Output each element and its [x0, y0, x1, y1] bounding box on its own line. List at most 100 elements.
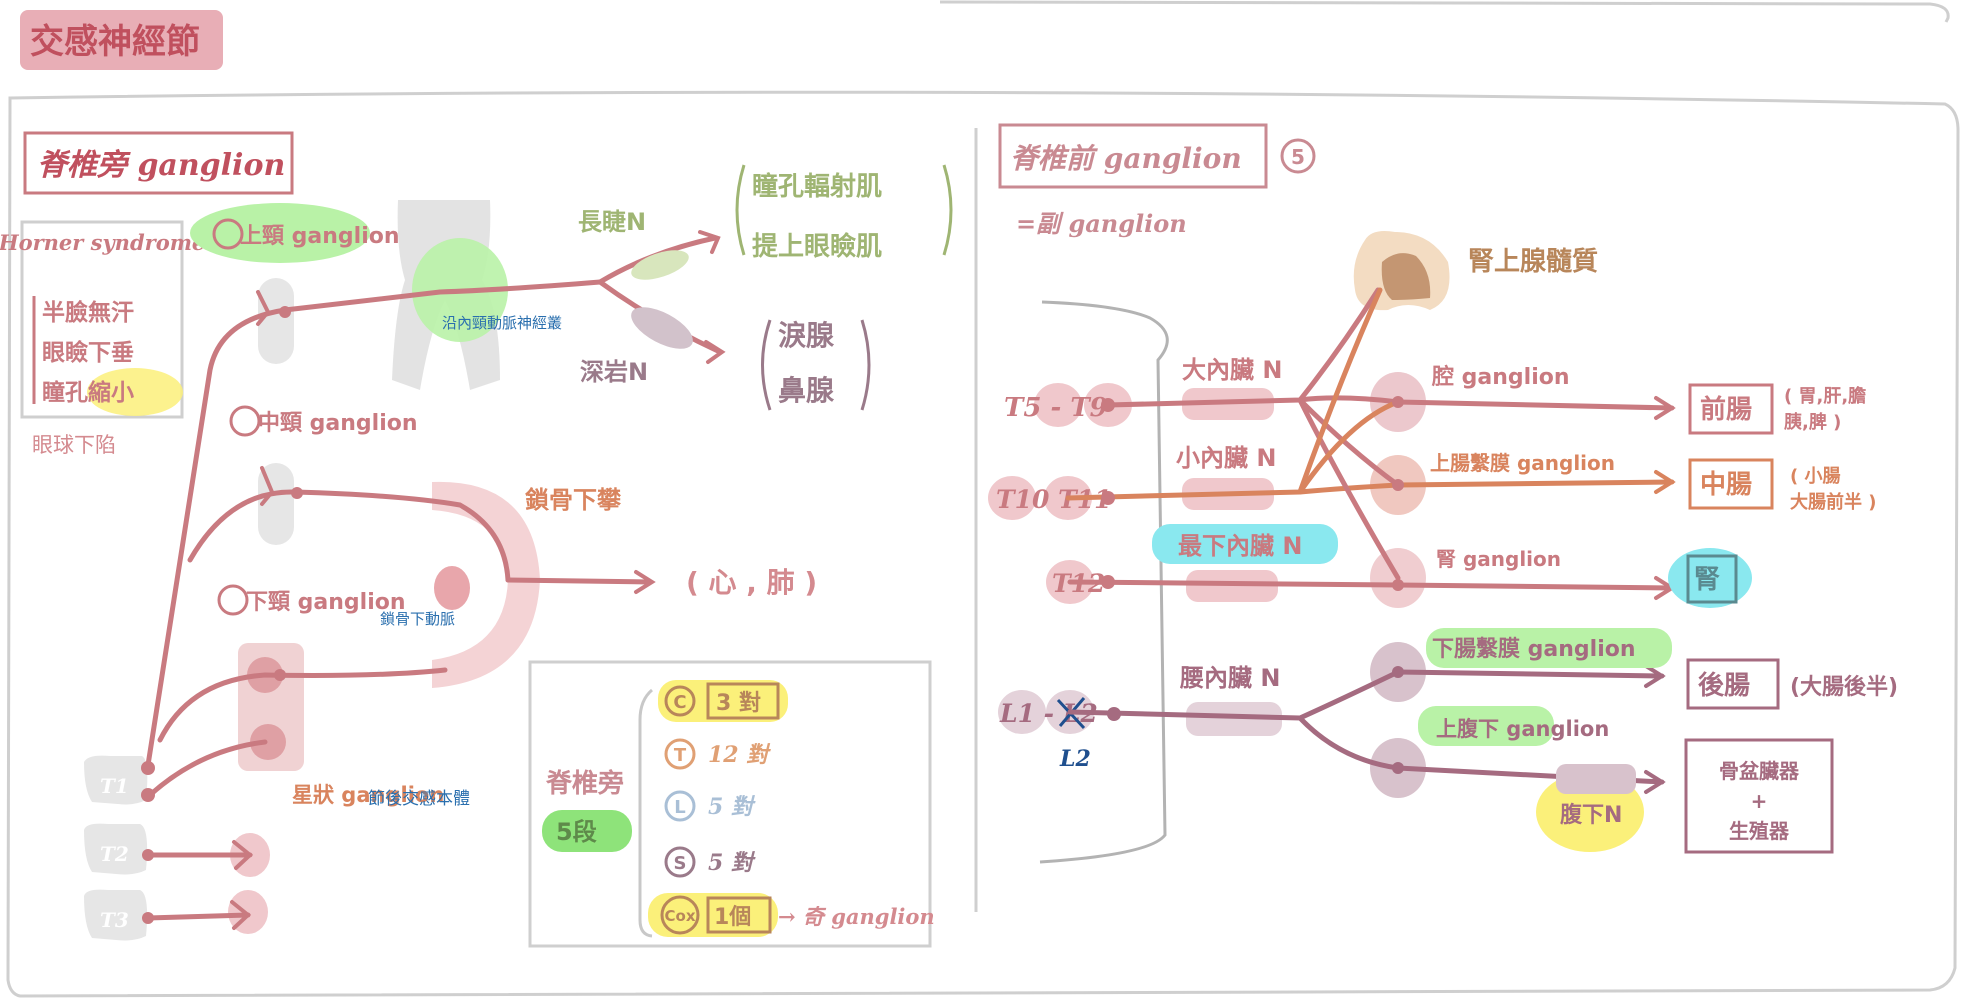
c-circle-icon: [664, 685, 696, 717]
superior-cervical-label: 上頸 ganglion: [240, 224, 400, 249]
celiac-to-foregut: [1395, 399, 1675, 411]
hindgut-label: 後腸: [1698, 670, 1750, 701]
subclavian-artery-label: 鎖骨下動脈: [380, 610, 455, 628]
lumbar-splanchnic-label: 腰內臟 N: [1179, 664, 1280, 692]
c-letter: C: [673, 692, 686, 713]
spinal-cord-outline: [1039, 300, 1169, 864]
greater-to-renal: [1297, 397, 1401, 581]
title-highlight: [20, 10, 223, 70]
foregut-label: 前腸: [1700, 394, 1752, 425]
t-count: 12 對: [708, 742, 771, 768]
t1-root-dot-2: [141, 788, 155, 802]
long-ciliary-marker: [631, 250, 689, 280]
right-subheading: =副 ganglion: [1016, 209, 1187, 238]
l2-note: L2: [1059, 746, 1091, 772]
l-letter: L: [674, 797, 685, 818]
lumbar-to-ima: [1067, 669, 1401, 721]
ima-ganglion-highlight: [1426, 628, 1672, 668]
hypogastric-n-label: 腹下N: [1560, 802, 1622, 828]
inferior-synapse-dot: [274, 669, 286, 681]
foregut-ending: [1654, 396, 1676, 420]
left-panel: 脊椎旁 ganglion Horner syndrome 半臉無汗 眼瞼下垂 瞳…: [0, 131, 953, 948]
l1-l2-root-dot: [1107, 707, 1121, 721]
least-splanchnic-highlight: [1152, 524, 1338, 564]
eye-target-2: 提上眼瞼肌: [752, 231, 882, 262]
middle-cervical-fibre: [187, 489, 511, 583]
pelvic-box: [1684, 738, 1834, 854]
hypogastric-n-marker: [1556, 764, 1636, 794]
segments-highlight: [542, 810, 632, 852]
lumbar-splanchnic-marker: [1186, 702, 1282, 736]
postganglionic-cell-label: 節後交感本體: [368, 789, 470, 809]
subclavian-artery-shape: [434, 566, 470, 610]
celiac-ganglion-label: 腔 ganglion: [1431, 364, 1570, 390]
l-count: 5 對: [708, 794, 756, 820]
inferior-cervical-label: 下頸 ganglion: [246, 590, 406, 615]
heart-lung-target: ( 心 , 肺 ): [686, 566, 817, 599]
midgut-label: 中腸: [1700, 470, 1752, 500]
pelvic-label: 骨盆臟器+生殖器: [1719, 759, 1800, 843]
cox-letter: Cox: [665, 907, 696, 925]
cox-circle-icon: [660, 895, 700, 935]
inferior-circle-icon: [217, 584, 249, 616]
hypogastric-ganglion-label: 上腹下 ganglion: [1436, 717, 1609, 741]
t2-root-dot: [142, 849, 154, 861]
long-ciliary-label: 長睫N: [578, 208, 646, 236]
t10-t11-root-dot: [1101, 491, 1115, 505]
long-ciliary-ending: [698, 230, 721, 254]
cox-count: 1個: [714, 905, 751, 930]
outer-frame: [6, 90, 1960, 998]
superior-post-fibre: [437, 279, 603, 295]
l1-marker: [998, 690, 1046, 734]
left-heading: 脊椎旁 ganglion: [37, 148, 285, 183]
gland-bracket-right: [860, 319, 871, 411]
foregut-note: ( 胃,肝,膽胰,脾 ): [1783, 385, 1866, 433]
counts-box: [528, 660, 932, 948]
heading-count-circle: [1280, 138, 1316, 174]
horner-item-2: 眼瞼下垂: [42, 339, 134, 366]
hindgut-ending: [1644, 664, 1666, 688]
t2-ending: [232, 840, 254, 870]
trunk-to-superior: [145, 289, 443, 768]
lesser-to-celiac: [1297, 399, 1401, 495]
middle-cervical-label: 中頸 ganglion: [258, 411, 418, 436]
sma-to-midgut: [1395, 479, 1675, 488]
superior-circle-icon: [212, 218, 244, 250]
t3-ending: [230, 900, 252, 930]
l-circle-icon: [664, 790, 696, 822]
page-title-group: 交感神經節: [20, 10, 223, 70]
t5-marker: [1034, 383, 1082, 427]
eye-bracket-left: [735, 164, 746, 256]
left-nerve-lines: [145, 235, 723, 921]
deep-petrosal-marker: [631, 307, 693, 349]
ima-ganglion-label: 下腸繫膜 ganglion: [1432, 637, 1636, 662]
left-nerve-dots: [141, 306, 303, 924]
t3-label: T3: [100, 908, 129, 932]
adrenal-medulla-label: 腎上腺髓質: [1468, 247, 1598, 277]
right-ending-marks: [1644, 396, 1676, 794]
middle-ganglion-ending: [260, 466, 275, 506]
lumbar-to-hypogastric: [1297, 715, 1401, 771]
pelvis-ending: [1644, 770, 1666, 794]
hypogastric-highlight: [1418, 706, 1554, 746]
cox-suffix: → 奇 ganglion: [778, 904, 935, 929]
greater-to-sma: [1297, 397, 1401, 488]
t2-vertebra: [84, 823, 148, 875]
least-splanchnic-nerve: [1067, 579, 1401, 588]
counts-bracket: [638, 688, 654, 938]
heart-lung-ending: [634, 570, 656, 594]
segments-label: 5段: [556, 818, 597, 846]
carotid-plexus-label: 沿內頸動脈神經叢: [442, 314, 562, 332]
inferior-cervical-fibre: [157, 667, 448, 743]
kidney-box: [1686, 554, 1738, 604]
left-heading-box: [23, 131, 294, 195]
s-count: 5 對: [708, 850, 756, 876]
counts-label: 脊椎旁: [545, 768, 624, 799]
deep-petrosal-ending: [704, 340, 726, 364]
sma-synapse-dot: [1392, 479, 1404, 491]
stellate-node-2: [250, 724, 286, 760]
least-splanchnic-label: 最下內臟 N: [1178, 532, 1302, 560]
superior-ganglion-shape: [258, 278, 294, 364]
horner-box: [20, 220, 184, 419]
